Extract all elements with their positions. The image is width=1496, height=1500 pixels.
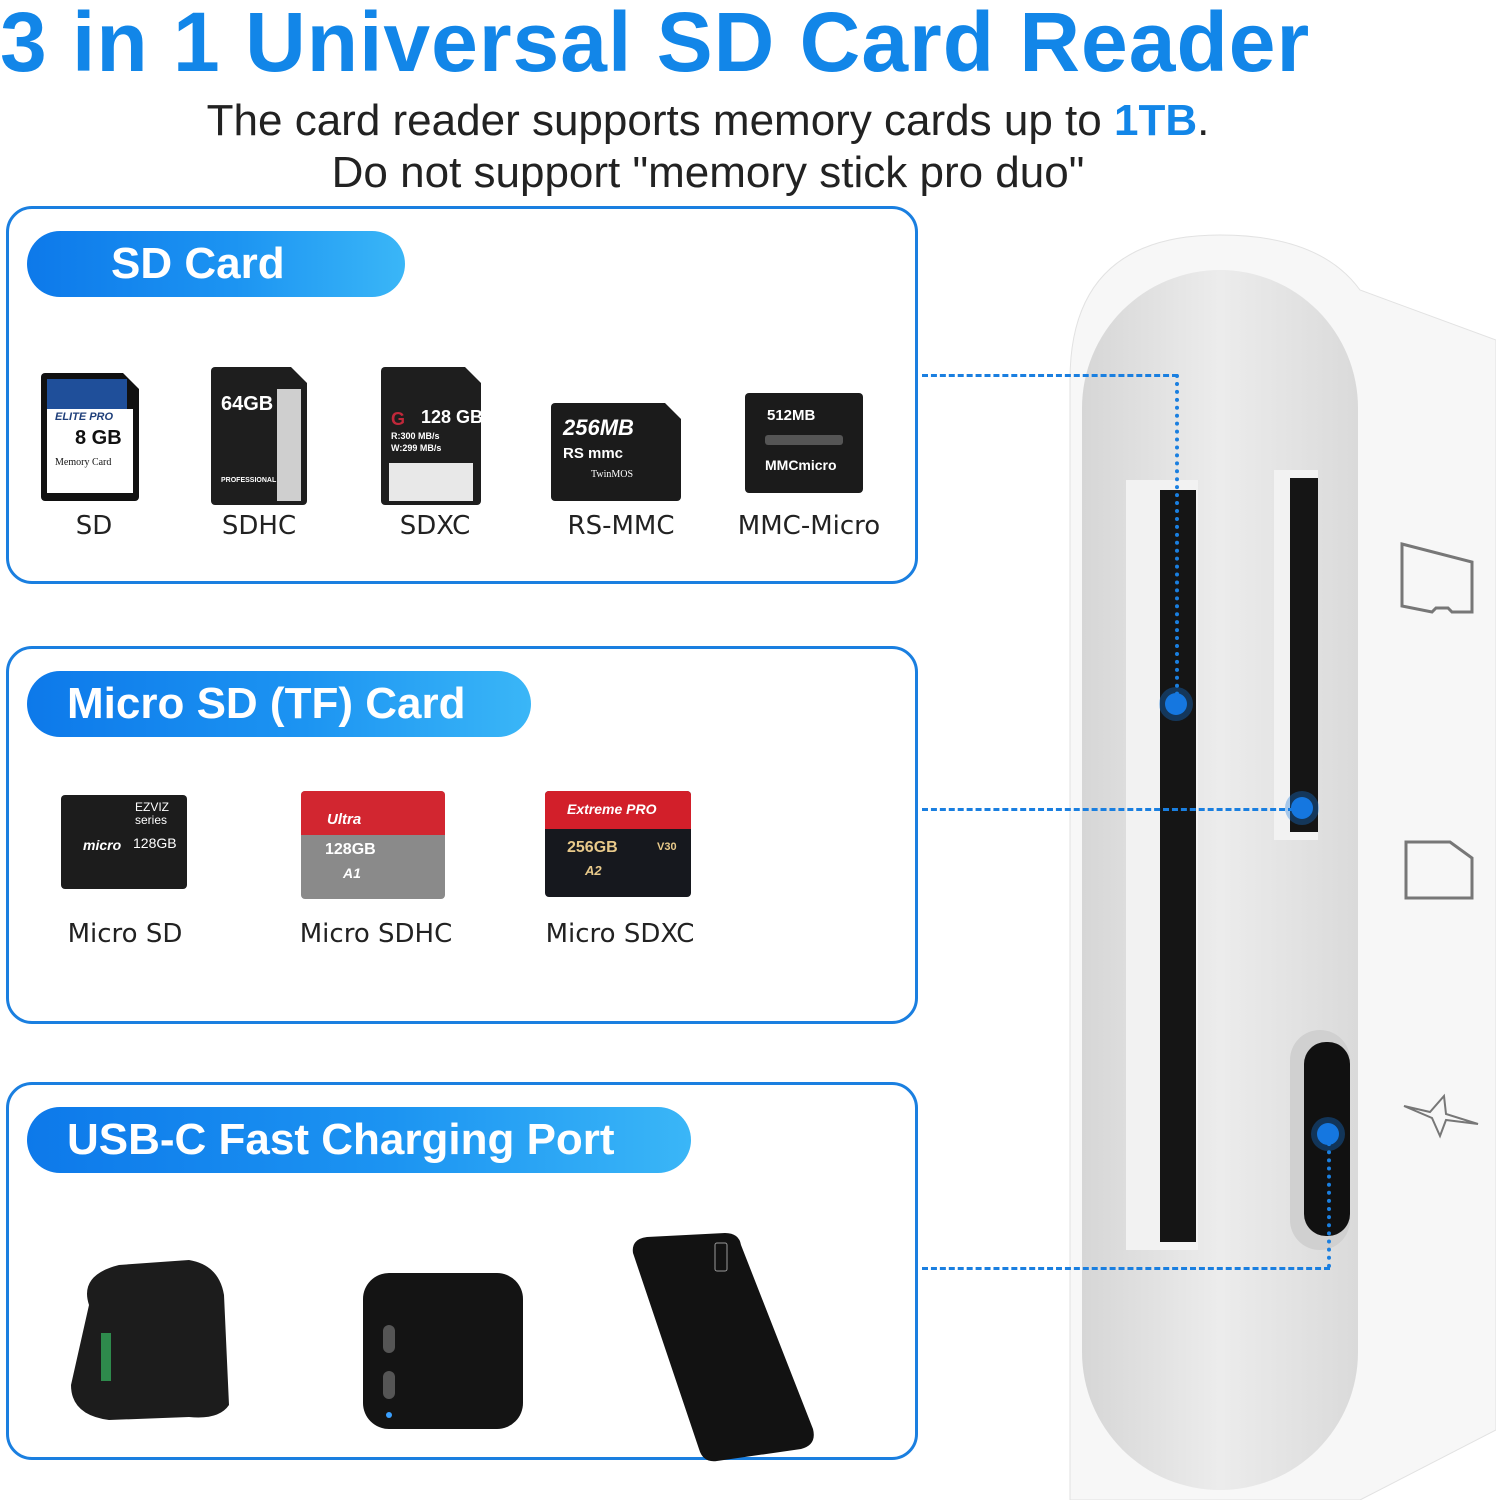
connector-line-micro-sd (922, 808, 1294, 811)
section-title-micro-sd: Micro SD (TF) Card (27, 671, 531, 737)
sony-label-area (389, 463, 473, 501)
micro-sd-card-image: EZVIZ series 128GB micro (61, 795, 187, 889)
card-label-sdxc: SDXC (399, 511, 471, 541)
card-label-sdhc: SDHC (221, 511, 297, 541)
capacity-highlight: 1TB (1113, 96, 1198, 145)
subtitle-capacity-text: The card reader supports memory cards up… (206, 96, 1114, 145)
card-text: micro (83, 837, 122, 853)
lightning-bolt-icon (1403, 1093, 1479, 1139)
subtitle-unsupported: Do not support "memory stick pro duo" (331, 148, 1085, 197)
card-text: Memory Card (55, 457, 112, 468)
led-indicator (386, 1412, 392, 1418)
card-text: G (391, 409, 406, 429)
subtitle-capacity: The card reader supports memory cards up… (0, 96, 1456, 146)
card-text: R:300 MB/s (391, 431, 440, 441)
card-text: A2 (585, 863, 602, 878)
section-title-sd-card: SD Card (27, 231, 405, 297)
card-notch (664, 402, 682, 420)
page-title: 3 in 1 Universal SD Card Reader (0, 0, 1311, 89)
sd-card-image: ELITE PRO 8 GB Memory Card (41, 372, 140, 501)
card-notch (464, 366, 482, 384)
rs-mmc-card-image: 256MB RS mmc TwinMOS (551, 402, 682, 501)
connector-line-sd-vertical (1175, 374, 1179, 704)
section-title-usb-c: USB-C Fast Charging Port (27, 1107, 691, 1173)
sd-slot-marker (1165, 693, 1187, 715)
speed-band (277, 389, 301, 501)
sd-card-icon (1404, 840, 1474, 900)
subtitle-period: . (1197, 96, 1210, 145)
card-label-mmc-micro: MMC-Micro (737, 511, 881, 541)
usb-c-port-2 (383, 1371, 395, 1399)
micro-sd-card-icon (1400, 542, 1474, 614)
card-label-sd: SD (75, 511, 113, 541)
red-band (545, 791, 691, 829)
card-label-rs-mmc: RS-MMC (567, 511, 675, 541)
card-text: 64GB (221, 393, 274, 415)
dual-usb-c-charger-image (363, 1273, 523, 1429)
power-bank-body (632, 1233, 814, 1462)
usb-c-port-1 (383, 1325, 395, 1353)
usb-a-port (101, 1333, 111, 1381)
charger-body (363, 1273, 523, 1429)
card-text: 128GB (325, 841, 376, 858)
sd-logo-band (47, 379, 127, 409)
brand-badge (714, 1242, 728, 1272)
charger-body (71, 1260, 229, 1420)
card-text: Ultra (327, 811, 362, 828)
card-text: 256MB (563, 415, 634, 440)
card-text: ELITE PRO (55, 411, 114, 423)
card-text: EZVIZ series (135, 800, 170, 827)
card-text: V30 (657, 841, 677, 853)
card-text: 256GB (567, 839, 618, 856)
card-text: A1 (343, 865, 361, 881)
device-front-face (1082, 270, 1358, 1490)
card-text: 128 GB (421, 407, 484, 427)
mmc-micro-card-image: 512MB MMCmicro (745, 393, 863, 493)
card-reader-device (1069, 234, 1496, 1500)
blurred-brand (765, 435, 843, 445)
card-text: PROFESSIONAL (221, 477, 277, 484)
power-bank-image (632, 1233, 814, 1462)
usb-a-wall-charger-image (71, 1260, 229, 1420)
card-notch (290, 366, 308, 384)
card-text: MMCmicro (765, 457, 837, 473)
connector-line-usb-c (922, 1267, 1330, 1270)
card-text: 8 GB (75, 427, 122, 449)
card-label-micro-sd: Micro SD (67, 919, 183, 949)
connector-line-sd (922, 374, 1178, 377)
micro-sd-panel: Micro SD (TF) Card EZVIZ series 128GB mi… (6, 646, 918, 1024)
card-text: RS mmc (563, 445, 624, 462)
card-text: 512MB (767, 407, 816, 424)
card-text: Extreme PRO (567, 801, 657, 817)
card-text: TwinMOS (591, 469, 634, 480)
micro-sd-slot[interactable] (1290, 478, 1318, 832)
sd-card-panel: SD Card ELITE PRO 8 GB Memory Card SD 64… (6, 206, 918, 584)
sdhc-card-image: 64GB PROFESSIONAL (211, 366, 308, 505)
red-band (301, 791, 445, 835)
micro-sdxc-card-image: Extreme PRO 256GB V30 A2 (545, 791, 691, 897)
sd-label-area (47, 409, 133, 493)
card-label-micro-sdxc: Micro SDXC (545, 919, 695, 949)
sdxc-card-image: G 128 GB R:300 MB/s W:299 MB/s (381, 366, 484, 505)
card-label-micro-sdhc: Micro SDHC (299, 919, 453, 949)
card-text: W:299 MB/s (391, 443, 442, 453)
usb-c-panel: USB-C Fast Charging Port (6, 1082, 918, 1462)
usb-c-port-marker (1317, 1123, 1339, 1145)
micro-sd-slot-marker (1291, 797, 1313, 819)
connector-line-usb-c-vertical (1327, 1134, 1331, 1268)
card-text: 128GB (133, 835, 177, 851)
micro-sdhc-card-image: Ultra 128GB A1 (301, 791, 445, 899)
